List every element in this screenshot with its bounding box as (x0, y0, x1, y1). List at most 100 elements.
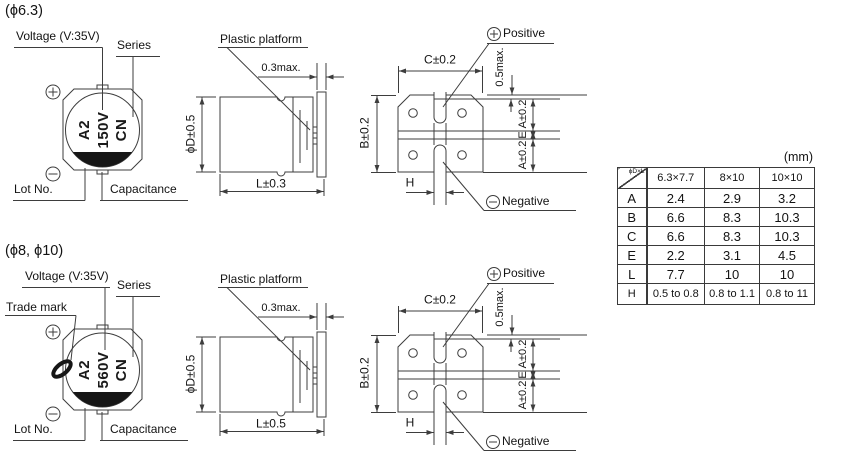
unit2-capacitance-label: Capacitance (110, 422, 177, 436)
table-row-a: A 2.4 2.9 3.2 (617, 188, 815, 208)
dimension-table-block: (mm) ϕD×L 6.3×7.7 8×10 10×10 A 2.4 2.9 3… (617, 150, 817, 305)
cell: 7.7 (646, 264, 705, 284)
row-label: C (617, 226, 648, 246)
negative-symbol-icon (486, 435, 500, 449)
col-header-2: 8×10 (704, 167, 760, 189)
unit2-marking-value: 560V (94, 351, 112, 389)
positive-symbol-icon (487, 267, 501, 281)
unit1-dim-e: E (516, 131, 529, 139)
unit2-positive-label: Positive (503, 266, 546, 280)
cell: 2.9 (704, 188, 760, 208)
front-leader-lines (5, 287, 188, 441)
unit1-dim-a-bottom: A±0.2 (516, 140, 529, 170)
front-leader-lines (13, 47, 188, 201)
unit1-negative-label: Negative (502, 194, 550, 208)
minus-symbol-icon (45, 166, 61, 182)
cell: 6.6 (646, 207, 705, 227)
unit2-side-view (196, 287, 344, 436)
cell: 10 (704, 264, 760, 284)
row-label: H (617, 283, 648, 305)
unit1-marking-series: CN (112, 118, 130, 142)
unit1-dim-b: B±0.2 (357, 117, 372, 149)
unit2-dim-platform: 0.3max. (261, 301, 301, 314)
unit1-front-view (13, 47, 188, 201)
unit2-lot-label: Lot No. (14, 422, 53, 436)
cell: 2.2 (646, 245, 705, 265)
plus-symbol-icon (45, 84, 61, 100)
unit2-drawing (5, 267, 587, 451)
positive-symbol-icon (487, 27, 501, 41)
unit1-side-view (196, 47, 344, 196)
unit1-dim-a-top: A±0.2 (516, 99, 529, 129)
unit1-positive-label: Positive (503, 26, 546, 40)
unit2-dim-length: L±0.5 (256, 416, 286, 431)
table-row-h: H 0.5 to 0.8 0.8 to 1.1 0.8 to 11 (617, 283, 815, 305)
unit2-negative-label: Negative (502, 434, 550, 448)
unit2-marking-lot: A2 (75, 359, 93, 381)
unit2-dim-diameter: ϕD±0.5 (183, 354, 198, 394)
unit2-dim-a-bottom: A±0.2 (516, 380, 529, 410)
cell: 10 (759, 264, 815, 284)
unit1-size-label: (ϕ6.3) (5, 3, 43, 19)
polarity-mark (72, 152, 133, 167)
col-header-1: 6.3×7.7 (646, 167, 705, 189)
polarity-mark (72, 392, 133, 407)
unit2-dim-a-top: A±0.2 (516, 339, 529, 369)
row-label: L (617, 264, 648, 284)
unit1-marking-value: 150V (94, 111, 112, 149)
unit1-drawing (13, 27, 587, 211)
row-label: E (617, 245, 648, 265)
unit1-bottom-view (371, 27, 587, 211)
unit1-dim-platform: 0.3max. (261, 61, 301, 74)
cell: 0.5 to 0.8 (646, 283, 705, 305)
unit1-dim-length: L±0.3 (256, 176, 286, 191)
cell: 6.6 (646, 226, 705, 246)
row-label: A (617, 188, 648, 208)
unit1-voltage-label: Voltage (V:35V) (16, 29, 100, 43)
unit2-dim-h: H (405, 415, 415, 430)
plus-symbol-icon (45, 324, 61, 340)
unit2-size-label: (ϕ8, ϕ10) (5, 243, 64, 259)
cell: 0.8 to 1.1 (704, 283, 760, 305)
negative-symbol-icon (486, 195, 500, 209)
unit2-platform-label: Plastic platform (220, 272, 303, 286)
corner-cell: ϕD×L (617, 167, 648, 189)
unit1-series-label: Series (117, 38, 152, 52)
unit1-platform-label: Plastic platform (220, 32, 303, 46)
unit2-dim-offset: 0.5max. (493, 287, 506, 327)
corner-label: ϕD×L (628, 168, 645, 176)
cell: 4.5 (759, 245, 815, 265)
table-row-b: B 6.6 8.3 10.3 (617, 207, 815, 227)
cell: 3.2 (759, 188, 815, 208)
col-header-3: 10×10 (759, 167, 815, 189)
unit2-front-view (5, 287, 188, 441)
cell: 10.3 (759, 207, 815, 227)
unit1-dim-h: H (405, 175, 415, 190)
table-row-e: E 2.2 3.1 4.5 (617, 245, 815, 265)
cell: 0.8 to 11 (759, 283, 815, 305)
unit1-dim-offset: 0.5max. (493, 47, 506, 87)
trade-mark-logo (51, 359, 73, 379)
unit2-dim-e: E (516, 371, 529, 379)
cell: 8.3 (704, 207, 760, 227)
unit2-dim-c: C±0.2 (424, 292, 456, 307)
unit2-voltage-label: Voltage (V:35V) (25, 269, 109, 283)
cell: 10.3 (759, 226, 815, 246)
cell: 8.3 (704, 226, 760, 246)
unit2-bottom-view (371, 267, 587, 451)
cell: 3.1 (704, 245, 760, 265)
unit1-dim-c: C±0.2 (424, 52, 456, 67)
row-label: B (617, 207, 648, 227)
minus-symbol-icon (45, 406, 61, 422)
unit1-dim-diameter: ϕD±0.5 (183, 114, 198, 154)
table-row-l: L 7.7 10 10 (617, 264, 815, 284)
unit2-series-label: Series (117, 278, 152, 292)
unit-mm-label: (mm) (783, 150, 813, 164)
table-row-c: C 6.6 8.3 10.3 (617, 226, 815, 246)
cell: 2.4 (646, 188, 705, 208)
unit2-trade-mark-label: Trade mark (6, 300, 67, 314)
unit1-lot-label: Lot No. (14, 182, 53, 196)
unit2-dim-b: B±0.2 (357, 357, 372, 389)
